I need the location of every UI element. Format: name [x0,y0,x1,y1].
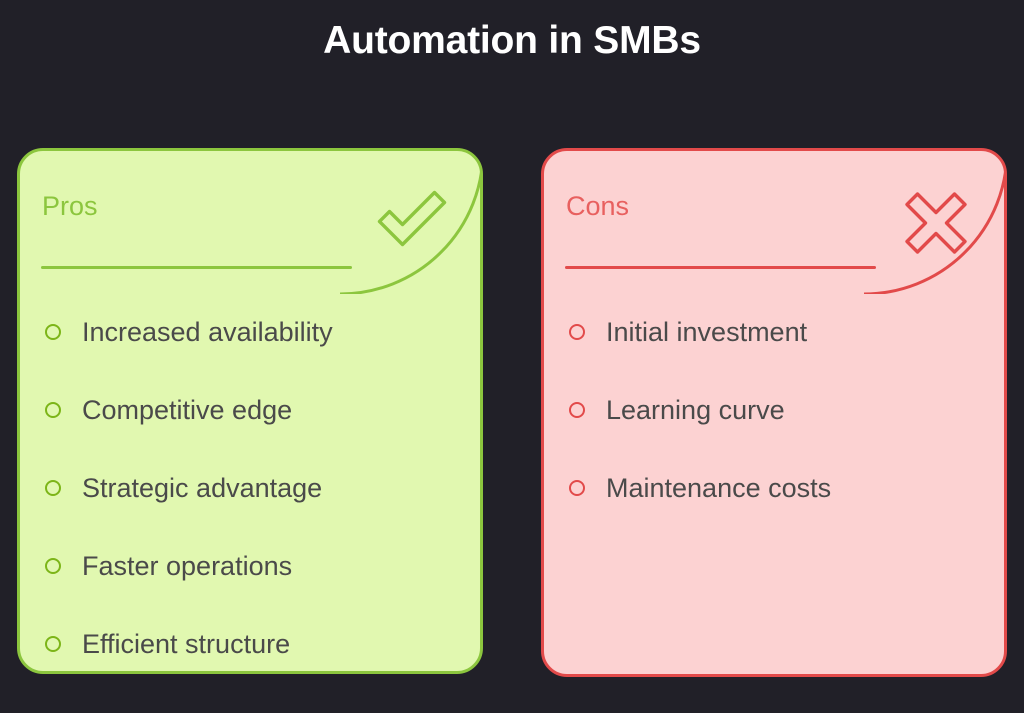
list-item-label: Competitive edge [82,394,293,425]
pros-divider [41,266,352,269]
pros-card: Pros Increased availability Competitive … [17,148,483,674]
bullet-ring-icon [569,324,585,340]
pros-card-body: Pros Increased availability Competitive … [20,151,480,671]
bullet-ring-icon [569,402,585,418]
list-item: Strategic advantage [41,449,480,527]
pros-list: Increased availability Competitive edge … [41,293,480,671]
bullet-ring-icon [45,480,61,496]
page-title: Automation in SMBs [323,19,701,62]
list-item-label: Maintenance costs [606,472,832,503]
list-item-label: Strategic advantage [82,472,323,503]
pros-heading: Pros [42,191,98,221]
cons-divider [565,266,876,269]
list-item: Competitive edge [41,371,480,449]
bullet-ring-icon [45,402,61,418]
cons-card-body: Cons Initial investment Learning curve M… [544,151,1004,674]
list-item-label: Efficient structure [82,628,291,659]
list-item-label: Initial investment [606,316,808,347]
list-item: Efficient structure [41,605,480,671]
list-item: Initial investment [565,293,1004,371]
bullet-ring-icon [45,324,61,340]
cons-list: Initial investment Learning curve Mainte… [565,293,1004,527]
pros-cons-comparison: Pros Increased availability Competitive … [0,148,1024,688]
list-item: Faster operations [41,527,480,605]
list-item-label: Increased availability [82,316,333,347]
bullet-ring-icon [45,636,61,652]
bullet-ring-icon [45,558,61,574]
list-item-label: Faster operations [82,550,293,581]
list-item: Increased availability [41,293,480,371]
bullet-ring-icon [569,480,585,496]
cons-card: Cons Initial investment Learning curve M… [541,148,1007,677]
list-item-label: Learning curve [606,394,785,425]
list-item: Maintenance costs [565,449,1004,527]
list-item: Learning curve [565,371,1004,449]
cons-heading: Cons [566,191,630,221]
